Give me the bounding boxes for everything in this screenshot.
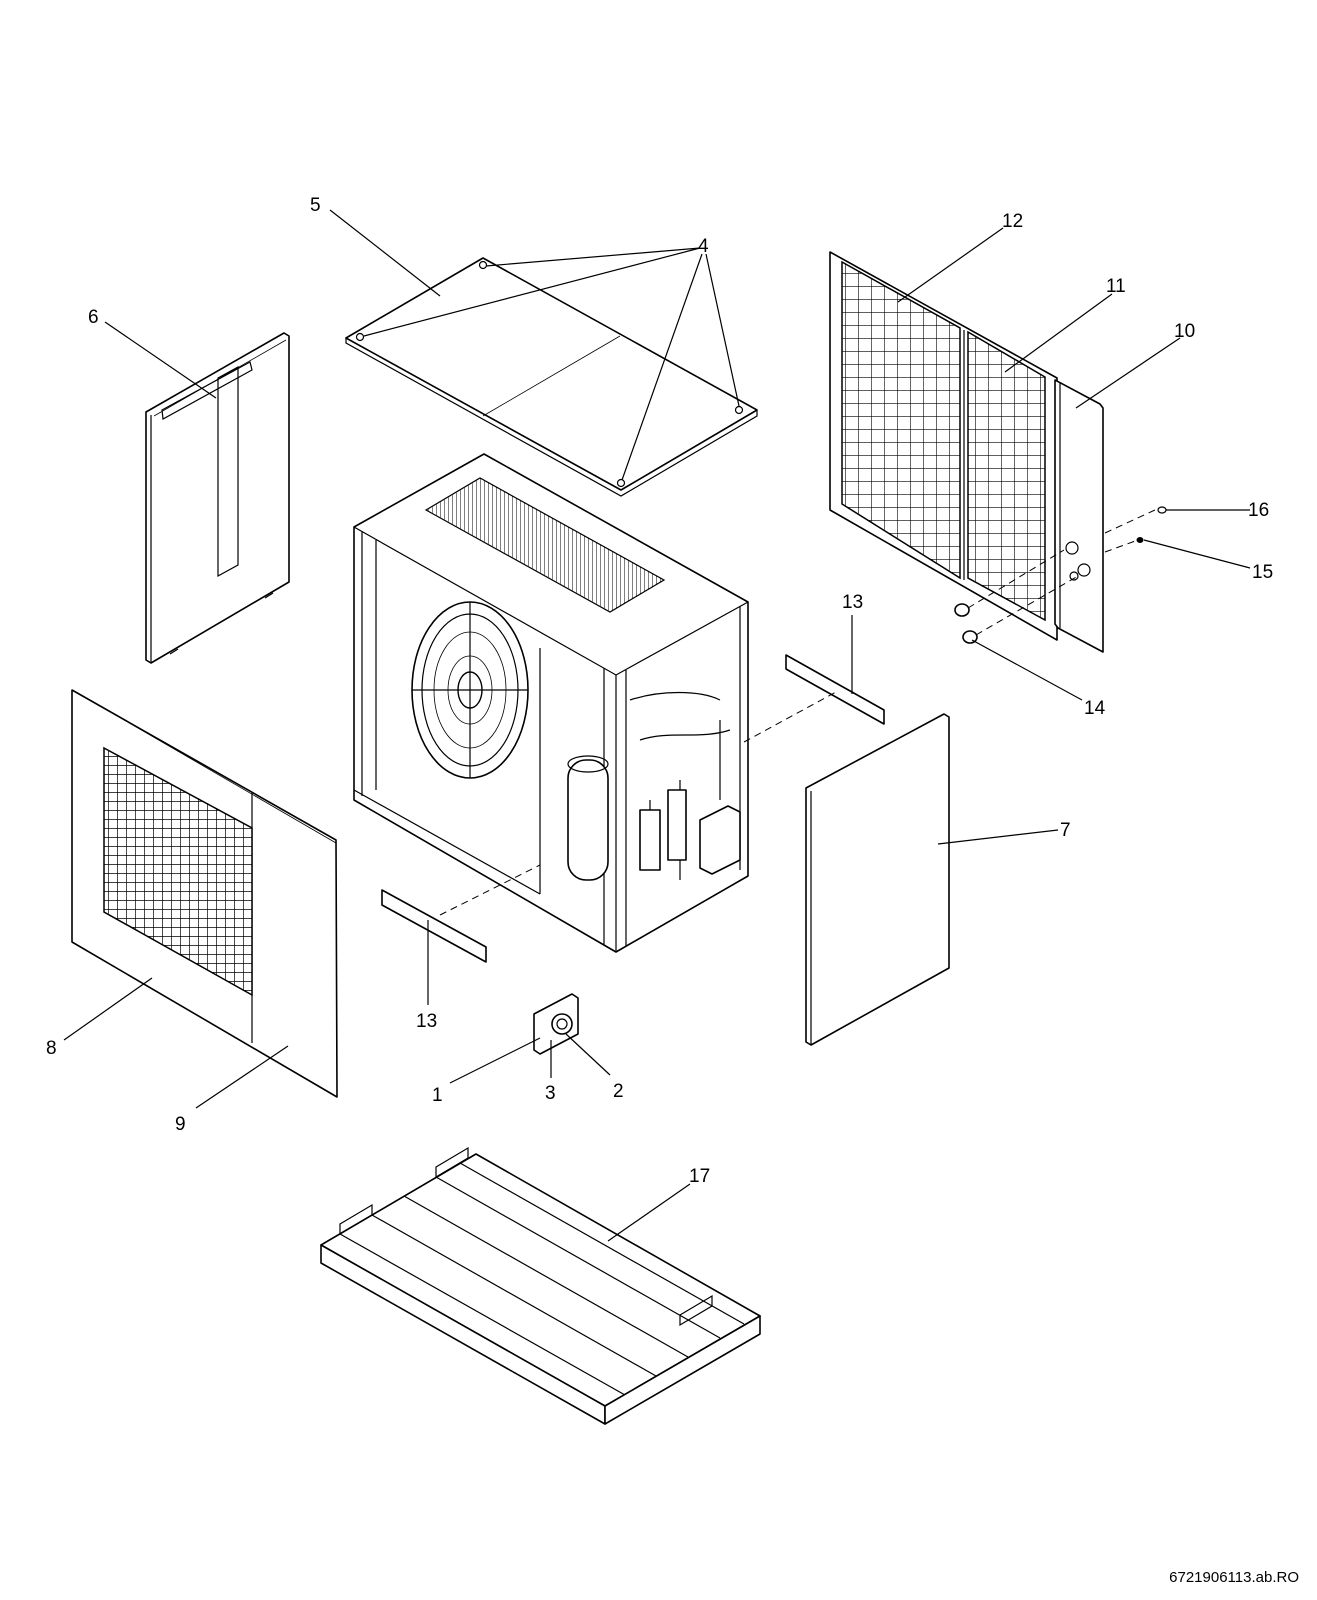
piping [629, 691, 731, 880]
callout-label: 15 [1252, 562, 1273, 583]
left-rear-side-panel [145, 332, 290, 664]
callout-label: 16 [1248, 500, 1269, 521]
rear-service-panel [1054, 379, 1104, 653]
fan-assembly [411, 601, 529, 779]
bracket-left [381, 889, 487, 963]
callout-label: 7 [1060, 820, 1071, 841]
callout-label: 10 [1174, 321, 1195, 342]
bracket-right [785, 654, 885, 725]
callout-label: 12 [1002, 211, 1023, 232]
top-cover-panel [345, 257, 758, 497]
electrical-box [699, 805, 741, 875]
leader-lines [63, 209, 1251, 1242]
callout-label: 4 [698, 236, 709, 257]
front-grille-panel [71, 689, 338, 1098]
callout-label: 9 [175, 1114, 186, 1135]
callout-label: 17 [689, 1166, 710, 1187]
callout-label: 6 [88, 307, 99, 328]
drawing-reference: 6721906113.ab.RO [1169, 1569, 1299, 1586]
callout-label: 3 [545, 1083, 556, 1104]
callout-label: 13 [416, 1011, 437, 1032]
callout-label: 14 [1084, 698, 1106, 719]
callout-label: 5 [310, 195, 321, 216]
rear-grille-assembly [829, 251, 1058, 641]
callout-label: 8 [46, 1038, 57, 1059]
compressor [567, 755, 609, 881]
callout-label: 2 [613, 1081, 624, 1102]
callout-label: 1 [432, 1085, 443, 1106]
right-side-panel [805, 713, 950, 1046]
shipping-pallet [320, 1146, 761, 1425]
callout-labels: 1 2 3 4 5 6 7 8 9 10 11 12 13 13 14 15 1… [46, 195, 1273, 1187]
pipe-grommets [954, 506, 1167, 644]
callout-label: 11 [1106, 276, 1126, 297]
callout-label: 13 [842, 592, 863, 613]
small-valve-assembly [533, 993, 579, 1055]
